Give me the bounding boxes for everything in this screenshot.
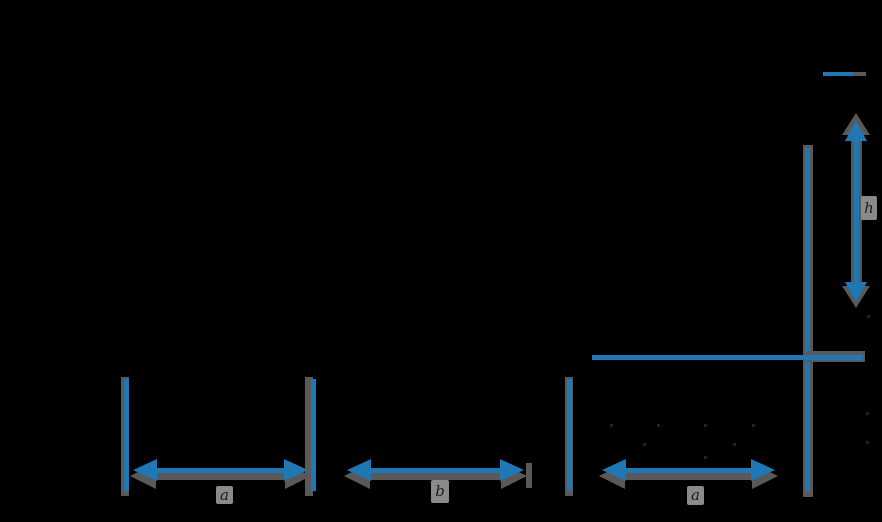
faint-artifact <box>610 424 613 427</box>
faint-artifact <box>704 424 707 427</box>
arrowhead-left-icon <box>133 459 157 481</box>
slit-bar-3 <box>567 379 572 491</box>
label-b: b <box>431 480 449 503</box>
arrow-shaft <box>366 468 505 480</box>
label-a1-text: a <box>220 485 229 504</box>
arrow-shaft <box>367 468 504 473</box>
arrowhead-right-icon <box>500 459 524 481</box>
arrowhead-right-icon <box>751 459 775 481</box>
slit-bar-1 <box>124 379 129 491</box>
label-b-text: b <box>435 482 445 500</box>
top-tick-line <box>823 72 853 76</box>
faint-artifact <box>657 424 660 427</box>
arrow-shaft <box>853 139 859 284</box>
dimension-arrow-b <box>347 459 524 481</box>
top-tick-line-gray <box>853 72 866 76</box>
faint-artifact <box>752 424 755 427</box>
label-h-text: h <box>864 198 874 217</box>
arrow-shaft <box>153 468 288 473</box>
arrowhead-left-icon <box>602 459 626 481</box>
arrow-shaft <box>621 468 756 480</box>
height-arrow <box>845 121 867 302</box>
faint-artifact <box>866 412 869 415</box>
slit-bar-2 <box>311 379 316 491</box>
arrowhead-up-icon <box>845 121 867 141</box>
arrowhead-down-icon <box>845 282 867 302</box>
faint-artifact <box>704 456 707 459</box>
label-a1: a <box>216 486 233 504</box>
dimension-arrow-a1 <box>133 459 308 481</box>
screen-line <box>805 148 810 491</box>
faint-artifact <box>643 443 646 446</box>
optical-axis-line <box>592 355 863 360</box>
label-h: h <box>861 196 877 220</box>
arrow-shaft <box>152 468 289 480</box>
slit-bar-2-gray <box>305 377 313 496</box>
faint-artifact <box>866 441 869 444</box>
arrowhead-right-icon <box>284 459 308 481</box>
arrow-shaft <box>622 468 755 473</box>
label-a2: a <box>687 486 704 505</box>
arrowhead-left-icon <box>347 459 371 481</box>
dimension-arrow-a2 <box>602 459 775 481</box>
faint-artifact <box>733 443 736 446</box>
label-a2-text: a <box>691 486 700 504</box>
arrow-end-stub-gray <box>526 463 532 488</box>
faint-artifact <box>867 315 870 318</box>
